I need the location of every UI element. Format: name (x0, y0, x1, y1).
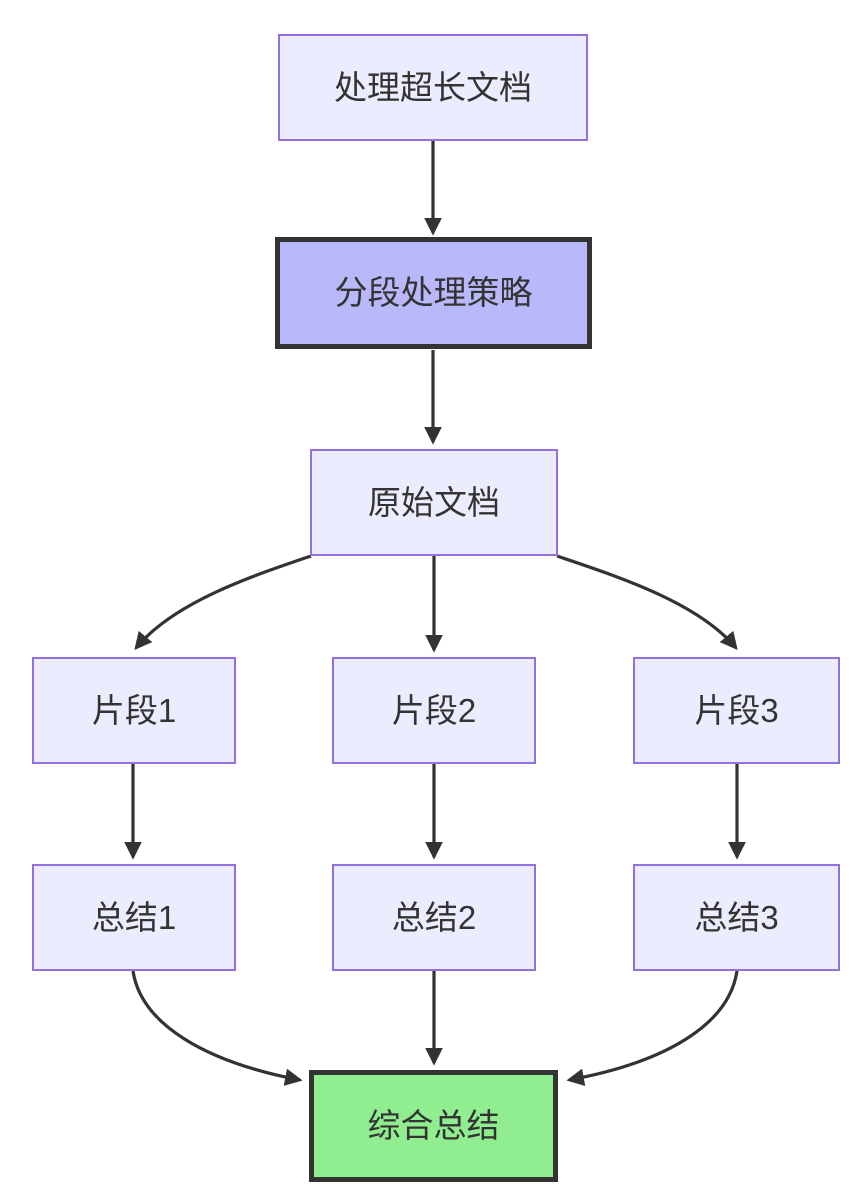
node-label: 处理超长文档 (334, 68, 532, 106)
node-label: 片段2 (391, 691, 477, 729)
node-fragment-1: 片段1 (32, 657, 236, 764)
edge-summary-1-to-combined (131, 970, 303, 1086)
edge-original-to-fragment-1 (134, 554, 312, 651)
node-label: 综合总结 (367, 1107, 500, 1145)
node-process-long-document: 处理超长文档 (278, 34, 588, 141)
node-segmentation-strategy: 分段处理策略 (275, 237, 592, 349)
node-original-document: 原始文档 (310, 449, 558, 556)
edge-original-to-fragment-3 (556, 554, 738, 651)
node-label: 总结2 (391, 898, 477, 936)
node-label: 总结3 (694, 898, 779, 936)
node-fragment-2: 片段2 (332, 657, 536, 764)
node-label: 片段1 (91, 691, 177, 729)
node-label: 片段3 (694, 691, 779, 729)
node-fragment-3: 片段3 (633, 657, 840, 764)
node-combined-summary: 综合总结 (309, 1070, 558, 1182)
node-summary-2: 总结2 (332, 864, 536, 971)
edge-summary-3-to-combined (566, 970, 739, 1086)
node-label: 原始文档 (368, 483, 500, 521)
node-label: 总结1 (91, 898, 177, 936)
node-summary-1: 总结1 (32, 864, 236, 971)
node-summary-3: 总结3 (633, 864, 840, 971)
node-label: 分段处理策略 (334, 274, 533, 312)
